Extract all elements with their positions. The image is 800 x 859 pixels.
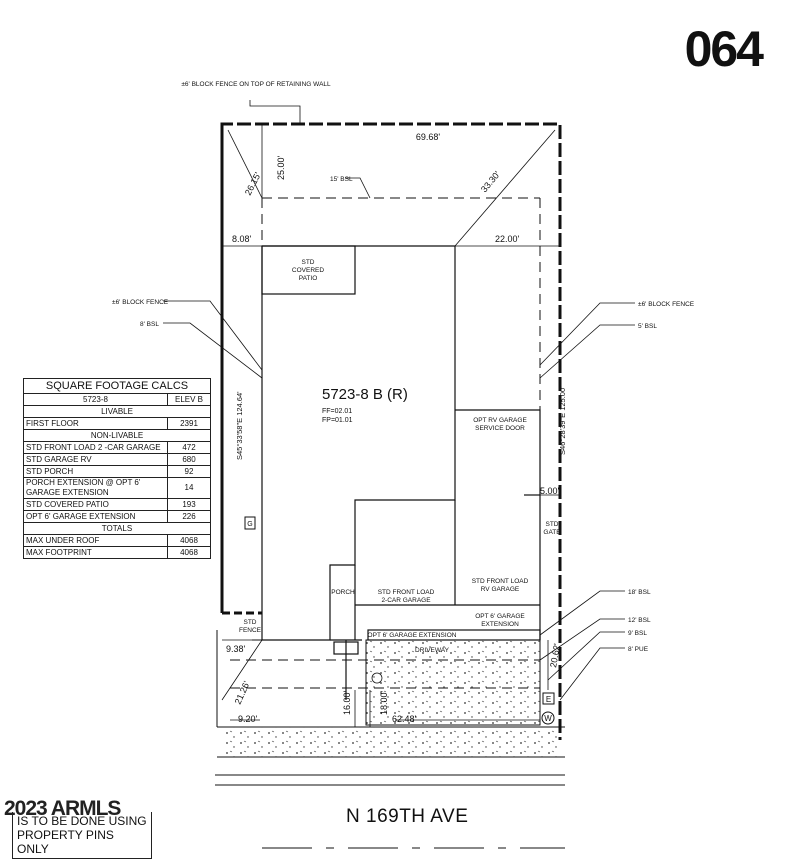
right-fence-callout: ±6' BLOCK FENCE [638,301,695,308]
dim-right-lot-line: S46°28'39"E 125.00' [558,386,567,455]
sqft-row-label: PORCH EXTENSION @ OPT 6' GARAGE EXTENSIO… [23,477,168,499]
left-fence-callout: ±6' BLOCK FENCE [112,299,169,306]
sqft-section-label: NON-LIVABLE [23,429,211,442]
house-footprint [261,245,541,700]
lot-boundary [216,122,565,740]
bsl-9-callout: 9' BSL [628,630,647,637]
plan-fp: FP=01.01 [322,417,353,424]
dim-front-width: 62.48' [392,714,417,724]
dim-front-corner: 9.20' [238,714,258,724]
dim-front-diag-left: 21.26' [233,679,252,705]
room-garage-ext-band: OPT 6' GARAGE EXTENSION [368,632,457,639]
water-meter-marker [541,711,555,725]
sqft-title: SQUARE FOOTAGE CALCS [23,378,211,394]
plan-name: 5723-8 B (R) [322,386,408,403]
dim-front-left: 9.38' [226,644,246,654]
rear-fence-callout: ±6' BLOCK FENCE ON TOP OF RETAINING WALL [181,81,331,88]
electric-marker [542,692,555,705]
sqft-row-label: OPT 6' GARAGE EXTENSION [23,510,168,523]
street-name: N 169TH AVE [346,806,469,827]
sqft-row-value: 4068 [167,546,211,559]
dim-rear-width: 69.68' [416,132,441,142]
sqft-section-label: LIVABLE [23,405,211,418]
room-porch: PORCH [331,589,355,596]
dim-side-gap: 5.00' [540,486,560,496]
sqft-elev-header: ELEV B [167,393,211,406]
sqft-row-value: 14 [167,477,211,499]
sqft-row: PORCH EXTENSION @ OPT 6' GARAGE EXTENSIO… [23,477,211,499]
sqft-row-value: 226 [167,510,211,523]
bsl-12-callout: 12' BSL [628,617,651,624]
street-lines [215,774,565,849]
square-footage-table: SQUARE FOOTAGE CALCS 5723-8 ELEV B LIVAB… [23,378,211,559]
dimension-lines [163,100,635,727]
copyright-watermark: 2023 ARMLS [4,797,121,820]
bsl-18-callout: 18' BSL [628,589,651,596]
sqft-row-label: FIRST FLOOR [23,417,168,430]
pue-callout: 8' PUE [628,646,649,653]
sqft-row-label: STD PORCH [23,465,168,478]
sqft-row-value: 2391 [167,417,211,430]
sqft-plan-header: 5723-8 [23,393,168,406]
driveway-area [365,639,541,726]
lot-number: 064 [684,21,764,77]
dim-right-setback: 22.00' [495,234,520,244]
left-bsl-callout: 8' BSL [140,321,159,328]
sidewalk [222,727,560,757]
room-driveway: DRIVEWAY [415,647,450,654]
sqft-row-value: 472 [167,441,211,454]
sqft-row-label: STD GARAGE RV [23,453,168,466]
covered-patio-outline [261,245,356,295]
dim-rear-setback: 25.00' [276,155,286,180]
dim-front-depth-2: 18.00' [379,690,389,715]
dim-rear-diag-right: 33.30' [479,169,502,194]
sqft-row-value: 4068 [167,534,211,547]
dim-left-lot-line: S45°33'58"E 124.64' [235,391,244,460]
sqft-row: TOTALS [23,522,211,535]
right-bsl-callout: 5' BSL [638,323,657,330]
sqft-row-value: 680 [167,453,211,466]
rear-bsl-callout: 15' BSL [330,176,353,183]
plan-ff: FF=02.01 [322,408,352,415]
sqft-row-value: 92 [167,465,211,478]
sqft-row-value: 193 [167,498,211,511]
dim-left-setback: 8.08' [232,234,252,244]
sqft-row: LIVABLE [23,405,211,418]
water-meter-label: W [544,714,552,723]
sqft-row: NON-LIVABLE [23,429,211,442]
gas-label: G [247,521,252,528]
dim-front-depth-1: 16.00' [342,690,352,715]
sqft-row-label: MAX UNDER ROOF [23,534,168,547]
sqft-section-label: TOTALS [23,522,211,535]
property-pins-note: IS TO BE DONE USING PROPERTY PINS ONLY [12,812,152,859]
electric-label: E [546,695,551,704]
cleanout-marker [371,672,383,684]
sqft-row-label: STD COVERED PATIO [23,498,168,511]
gas-marker [244,516,256,530]
sqft-row-label: MAX FOOTPRINT [23,546,168,559]
sqft-row-label: STD FRONT LOAD 2 -CAR GARAGE [23,441,168,454]
dim-front-diag-right: 20.62' [548,642,562,668]
